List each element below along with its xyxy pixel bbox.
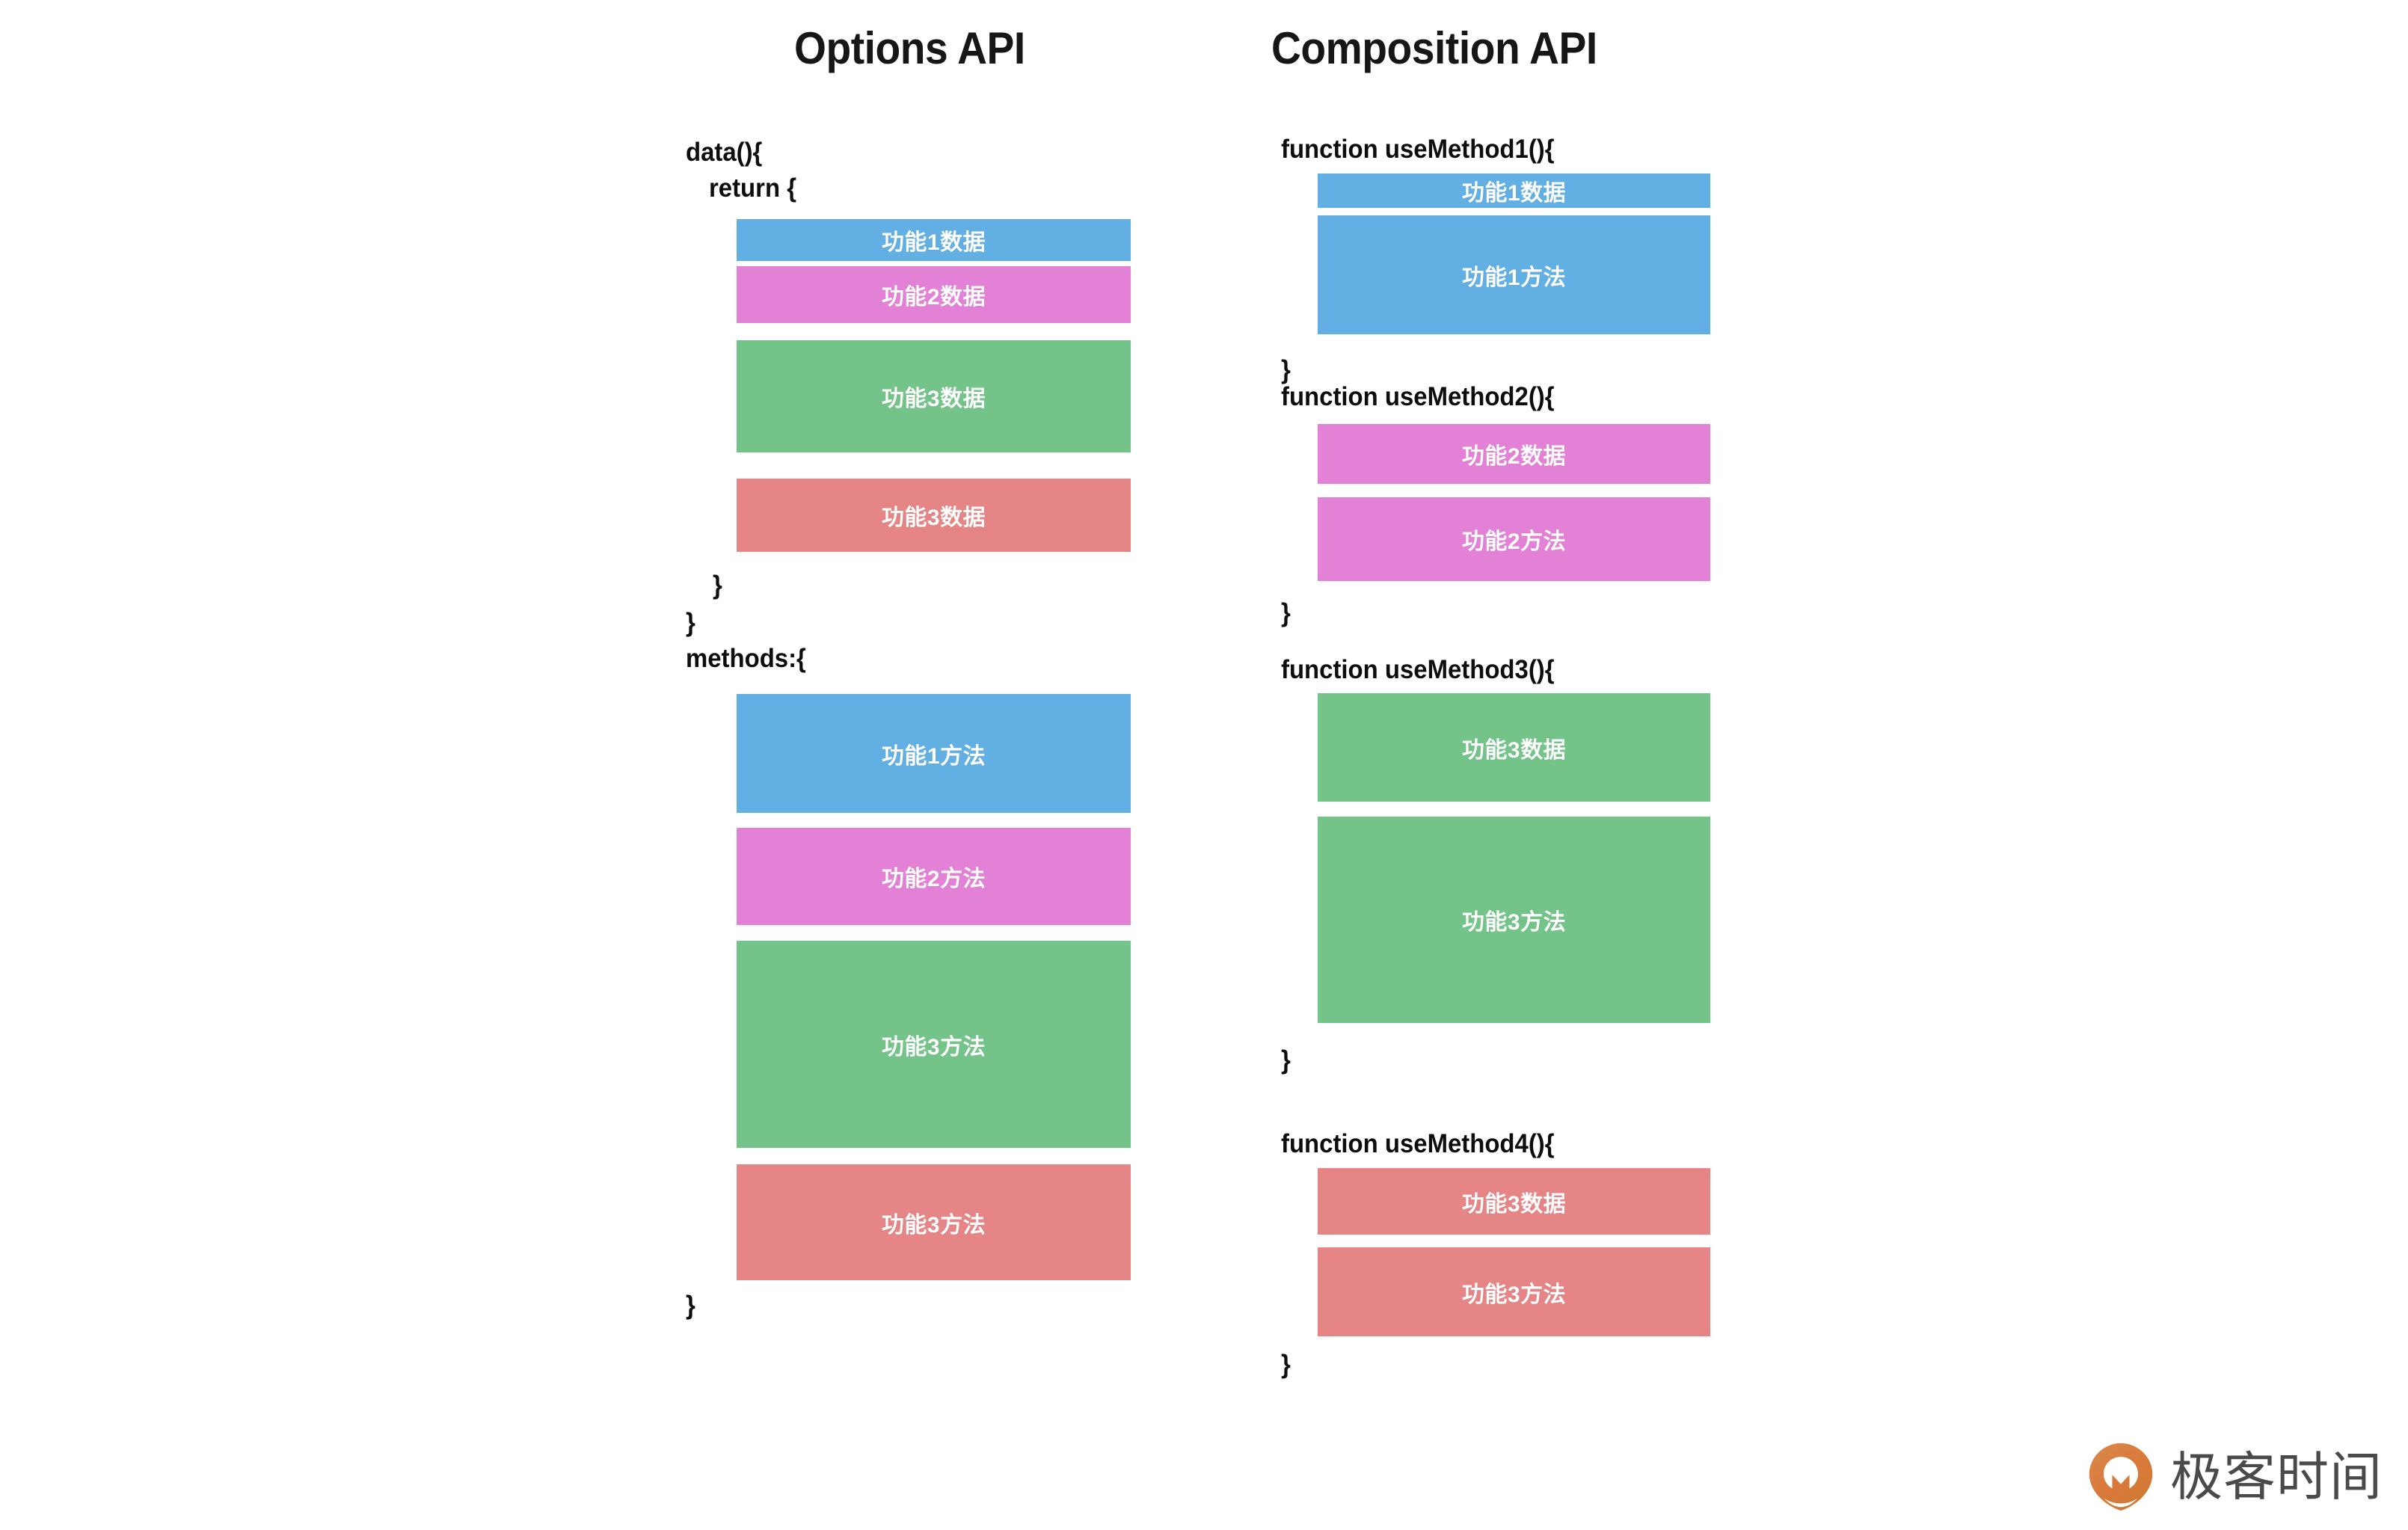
code-line-return-open: return {: [709, 173, 797, 203]
block-left-data-1: 功能1数据: [737, 219, 1131, 261]
code-line-return-close: }: [713, 571, 722, 600]
block-label: 功能3方法: [881, 1034, 986, 1060]
code-line-usemethod4-close: }: [1281, 1350, 1291, 1379]
block-label: 功能3方法: [1461, 910, 1567, 935]
geektime-watermark: 极客时间: [2085, 1436, 2384, 1518]
composition-api-title: Composition API: [1271, 23, 1597, 73]
block-label: 功能3方法: [881, 1212, 986, 1238]
geektime-brand-text: 极客时间: [2170, 1446, 2383, 1508]
block-right-fn3-method: 功能3方法: [1318, 817, 1710, 1023]
block-label: 功能3方法: [1461, 1282, 1567, 1307]
block-label: 功能3数据: [881, 506, 986, 530]
block-left-data-4: 功能3数据: [737, 479, 1131, 552]
block-left-data-2: 功能2数据: [737, 266, 1131, 323]
code-line-usemethod2-close: }: [1281, 598, 1291, 627]
block-label: 功能3数据: [1461, 737, 1567, 763]
code-line-methods-open: methods:{: [686, 644, 806, 673]
code-line-usemethod3-close: }: [1281, 1045, 1291, 1075]
block-right-fn2-data: 功能2数据: [1318, 424, 1710, 484]
block-right-fn3-data: 功能3数据: [1318, 693, 1710, 802]
block-right-fn4-method: 功能3方法: [1318, 1247, 1710, 1336]
code-line-usemethod4-open: function useMethod4(){: [1281, 1129, 1555, 1158]
block-label: 功能1方法: [881, 743, 986, 769]
block-right-fn2-method: 功能2方法: [1318, 497, 1710, 581]
code-line-usemethod1-open: function useMethod1(){: [1281, 135, 1555, 164]
block-label: 功能3数据: [1461, 1191, 1567, 1217]
block-right-fn1-method: 功能1方法: [1318, 215, 1710, 334]
code-line-usemethod2-open: function useMethod2(){: [1281, 382, 1555, 411]
block-label: 功能2数据: [881, 285, 986, 310]
block-left-method-4: 功能3方法: [737, 1164, 1131, 1280]
block-label: 功能2方法: [1461, 529, 1567, 554]
block-label: 功能3数据: [881, 387, 986, 411]
block-label: 功能1数据: [881, 230, 986, 255]
options-api-title: Options API: [794, 23, 1025, 73]
block-right-fn1-data: 功能1数据: [1318, 173, 1710, 208]
geektime-logo-mark: [2085, 1441, 2157, 1513]
code-line-usemethod1-close: }: [1281, 355, 1291, 384]
block-left-method-3: 功能3方法: [737, 941, 1131, 1148]
code-line-data-close: }: [686, 608, 695, 637]
code-line-usemethod3-open: function useMethod3(){: [1281, 655, 1555, 684]
block-left-method-2: 功能2方法: [737, 828, 1131, 925]
block-label: 功能1方法: [1461, 265, 1567, 290]
block-left-data-3: 功能3数据: [737, 340, 1131, 452]
code-line-data-open: data(){: [686, 138, 763, 167]
code-line-methods-close: }: [686, 1291, 695, 1320]
block-left-method-1: 功能1方法: [737, 694, 1131, 813]
block-label: 功能1数据: [1461, 181, 1567, 206]
block-right-fn4-data: 功能3数据: [1318, 1168, 1710, 1235]
block-label: 功能2方法: [881, 867, 986, 891]
block-label: 功能2数据: [1461, 444, 1567, 469]
